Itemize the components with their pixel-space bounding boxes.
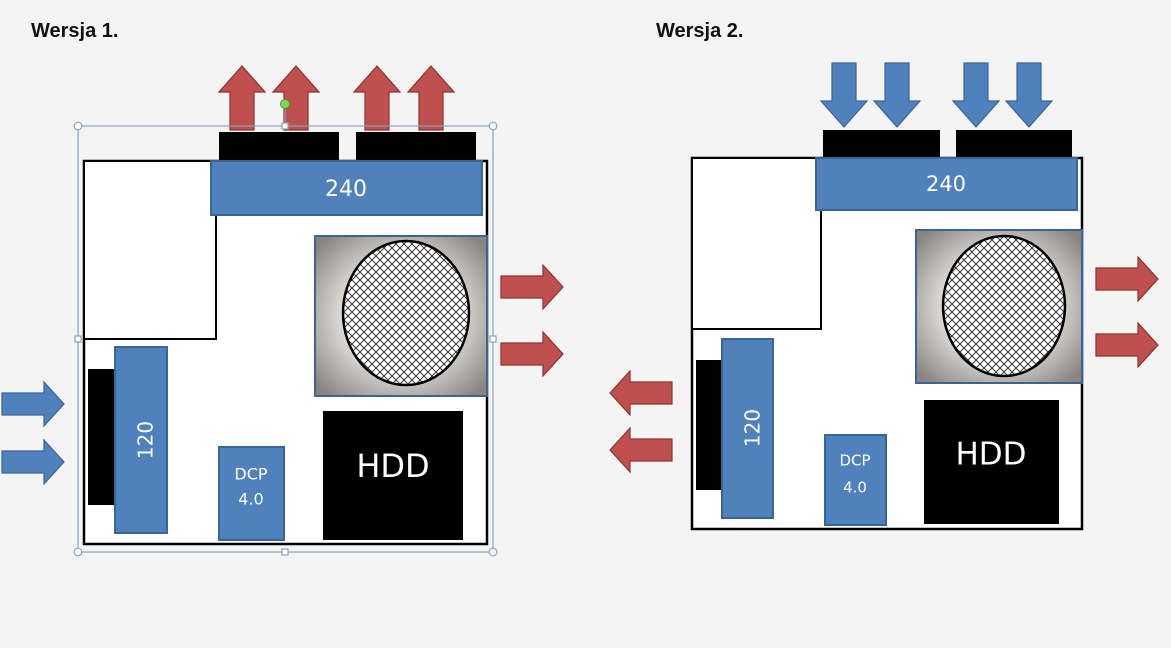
version-1-diagram: 240 120 DCP 4.0 HDD	[1, 65, 564, 557]
exhaust-arrow-icon	[609, 427, 673, 473]
top-fan	[219, 132, 339, 161]
hdd-label: HDD	[356, 447, 429, 485]
psu-fan-grill-icon	[341, 239, 471, 387]
resize-handles[interactable]	[73, 121, 498, 557]
exhaust-arrow-icon	[272, 65, 320, 131]
intake-arrow-icon	[820, 62, 868, 128]
intake-arrow-icon	[1, 439, 65, 485]
radiator-240	[210, 160, 483, 216]
drive-bay	[83, 160, 217, 340]
top-fan	[956, 130, 1072, 158]
radiator-120	[721, 338, 774, 519]
resize-handle-icon[interactable]	[73, 547, 83, 557]
front-intake-arrows	[1, 381, 65, 485]
pump-label-line1: DCP	[839, 452, 870, 470]
top-intake-arrows	[820, 62, 1053, 128]
resize-handle-icon[interactable]	[73, 121, 83, 131]
hdd-label: HDD	[955, 437, 1026, 473]
resize-handle-icon[interactable]	[488, 547, 498, 557]
rotate-handle-icon[interactable]	[280, 99, 290, 109]
drive-bay	[691, 157, 822, 330]
resize-handle-icon[interactable]	[488, 121, 498, 131]
pump-dcp	[218, 446, 285, 541]
exhaust-arrow-icon	[1095, 256, 1159, 302]
rear-exhaust-arrows	[500, 264, 564, 377]
version-2-title: Wersja 2.	[656, 20, 744, 42]
top-fan	[356, 132, 476, 161]
radiator-120	[114, 346, 168, 534]
version-1-title: Wersja 1.	[31, 20, 119, 42]
intake-arrow-icon	[1005, 62, 1053, 128]
top-fan	[823, 130, 940, 158]
intake-arrow-icon	[1, 381, 65, 427]
radiator-120-label: 120	[134, 421, 158, 459]
resize-handle-icon[interactable]	[281, 122, 289, 130]
front-fan	[88, 369, 115, 505]
exhaust-arrow-icon	[609, 370, 673, 416]
exhaust-arrow-icon	[500, 331, 564, 377]
resize-handle-icon[interactable]	[74, 335, 82, 343]
rear-exhaust-arrows	[1095, 256, 1159, 368]
pump-label-line1: DCP	[234, 465, 267, 484]
top-exhaust-arrows	[218, 65, 455, 131]
hdd	[924, 400, 1059, 524]
selection-frame[interactable]	[73, 99, 498, 557]
radiator-240-label: 240	[325, 177, 367, 202]
exhaust-arrow-icon	[218, 65, 266, 131]
pump-label-line2: 4.0	[843, 479, 867, 497]
intake-arrow-icon	[952, 62, 1000, 128]
resize-handle-icon[interactable]	[281, 548, 289, 556]
version-2-diagram: 240 120 DCP 4.0 HDD	[609, 62, 1159, 531]
radiator-240	[815, 157, 1078, 211]
psu-fan-grill-icon	[941, 234, 1067, 378]
hdd	[323, 411, 463, 540]
resize-handle-icon[interactable]	[489, 335, 497, 343]
front-fan	[696, 360, 722, 490]
pump-label-line2: 4.0	[238, 490, 263, 509]
exhaust-arrow-icon	[407, 65, 455, 131]
intake-arrow-icon	[873, 62, 921, 128]
exhaust-arrow-icon	[353, 65, 401, 131]
exhaust-arrow-icon	[500, 264, 564, 310]
pump-dcp	[824, 434, 887, 526]
radiator-240-label: 240	[926, 172, 966, 196]
radiator-120-label: 120	[741, 409, 765, 447]
exhaust-arrow-icon	[1095, 322, 1159, 368]
front-exhaust-arrows	[609, 370, 673, 473]
